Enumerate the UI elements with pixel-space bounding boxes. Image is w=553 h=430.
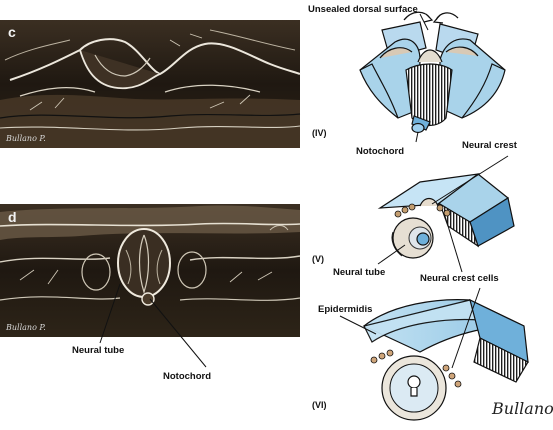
neural-tube-d-leader bbox=[99, 283, 121, 344]
notochord-iv-leader bbox=[415, 131, 419, 143]
neural-tube-v-leader bbox=[377, 244, 406, 265]
neural-tube-drawing bbox=[117, 228, 171, 298]
diagram-vi-number: (VI) bbox=[312, 400, 327, 410]
notochord-iv-label: Notochord bbox=[356, 146, 404, 157]
panel-d-signature: Bullano P. bbox=[5, 323, 46, 332]
notochord-d-leader bbox=[149, 298, 207, 368]
panel-c: c Bullano P. bbox=[0, 20, 301, 148]
neural-crest-label: Neural crest bbox=[462, 140, 518, 151]
diagram-iv bbox=[359, 11, 506, 134]
diagram-iv-number: (IV) bbox=[312, 128, 327, 138]
neural-tube-d-label: Neural tube bbox=[72, 345, 124, 356]
notochord-drawing bbox=[141, 292, 155, 306]
neural-crest-cells-label: Neural crest cells bbox=[420, 273, 499, 284]
diagram-v bbox=[377, 173, 515, 259]
panel-d: d Bullano P. bbox=[0, 204, 301, 337]
panel-d-letter: d bbox=[8, 209, 17, 225]
neural-crest-cells-leader bbox=[444, 215, 463, 273]
diagram-v-number: (V) bbox=[312, 254, 324, 264]
neural-crest-cells-vi-leader bbox=[451, 287, 481, 369]
unsealed-dorsal-surface-label: Unsealed dorsal surface bbox=[308, 4, 418, 15]
unsealed-dorsal-leader bbox=[419, 13, 429, 31]
epidermidis-leader bbox=[339, 315, 377, 335]
notochord-iv-shape bbox=[411, 122, 425, 134]
notochord-d-label: Notochord bbox=[163, 371, 211, 382]
epidermidis-label: Epidermidis bbox=[318, 304, 372, 315]
diagram-vi bbox=[362, 298, 529, 421]
diagram-signature: Bullano P. bbox=[491, 399, 553, 418]
neural-crest-leader bbox=[431, 155, 509, 205]
panel-c-signature: Bullano P. bbox=[5, 134, 46, 143]
panel-c-letter: c bbox=[8, 24, 16, 40]
neural-tube-v-label: Neural tube bbox=[333, 267, 385, 278]
